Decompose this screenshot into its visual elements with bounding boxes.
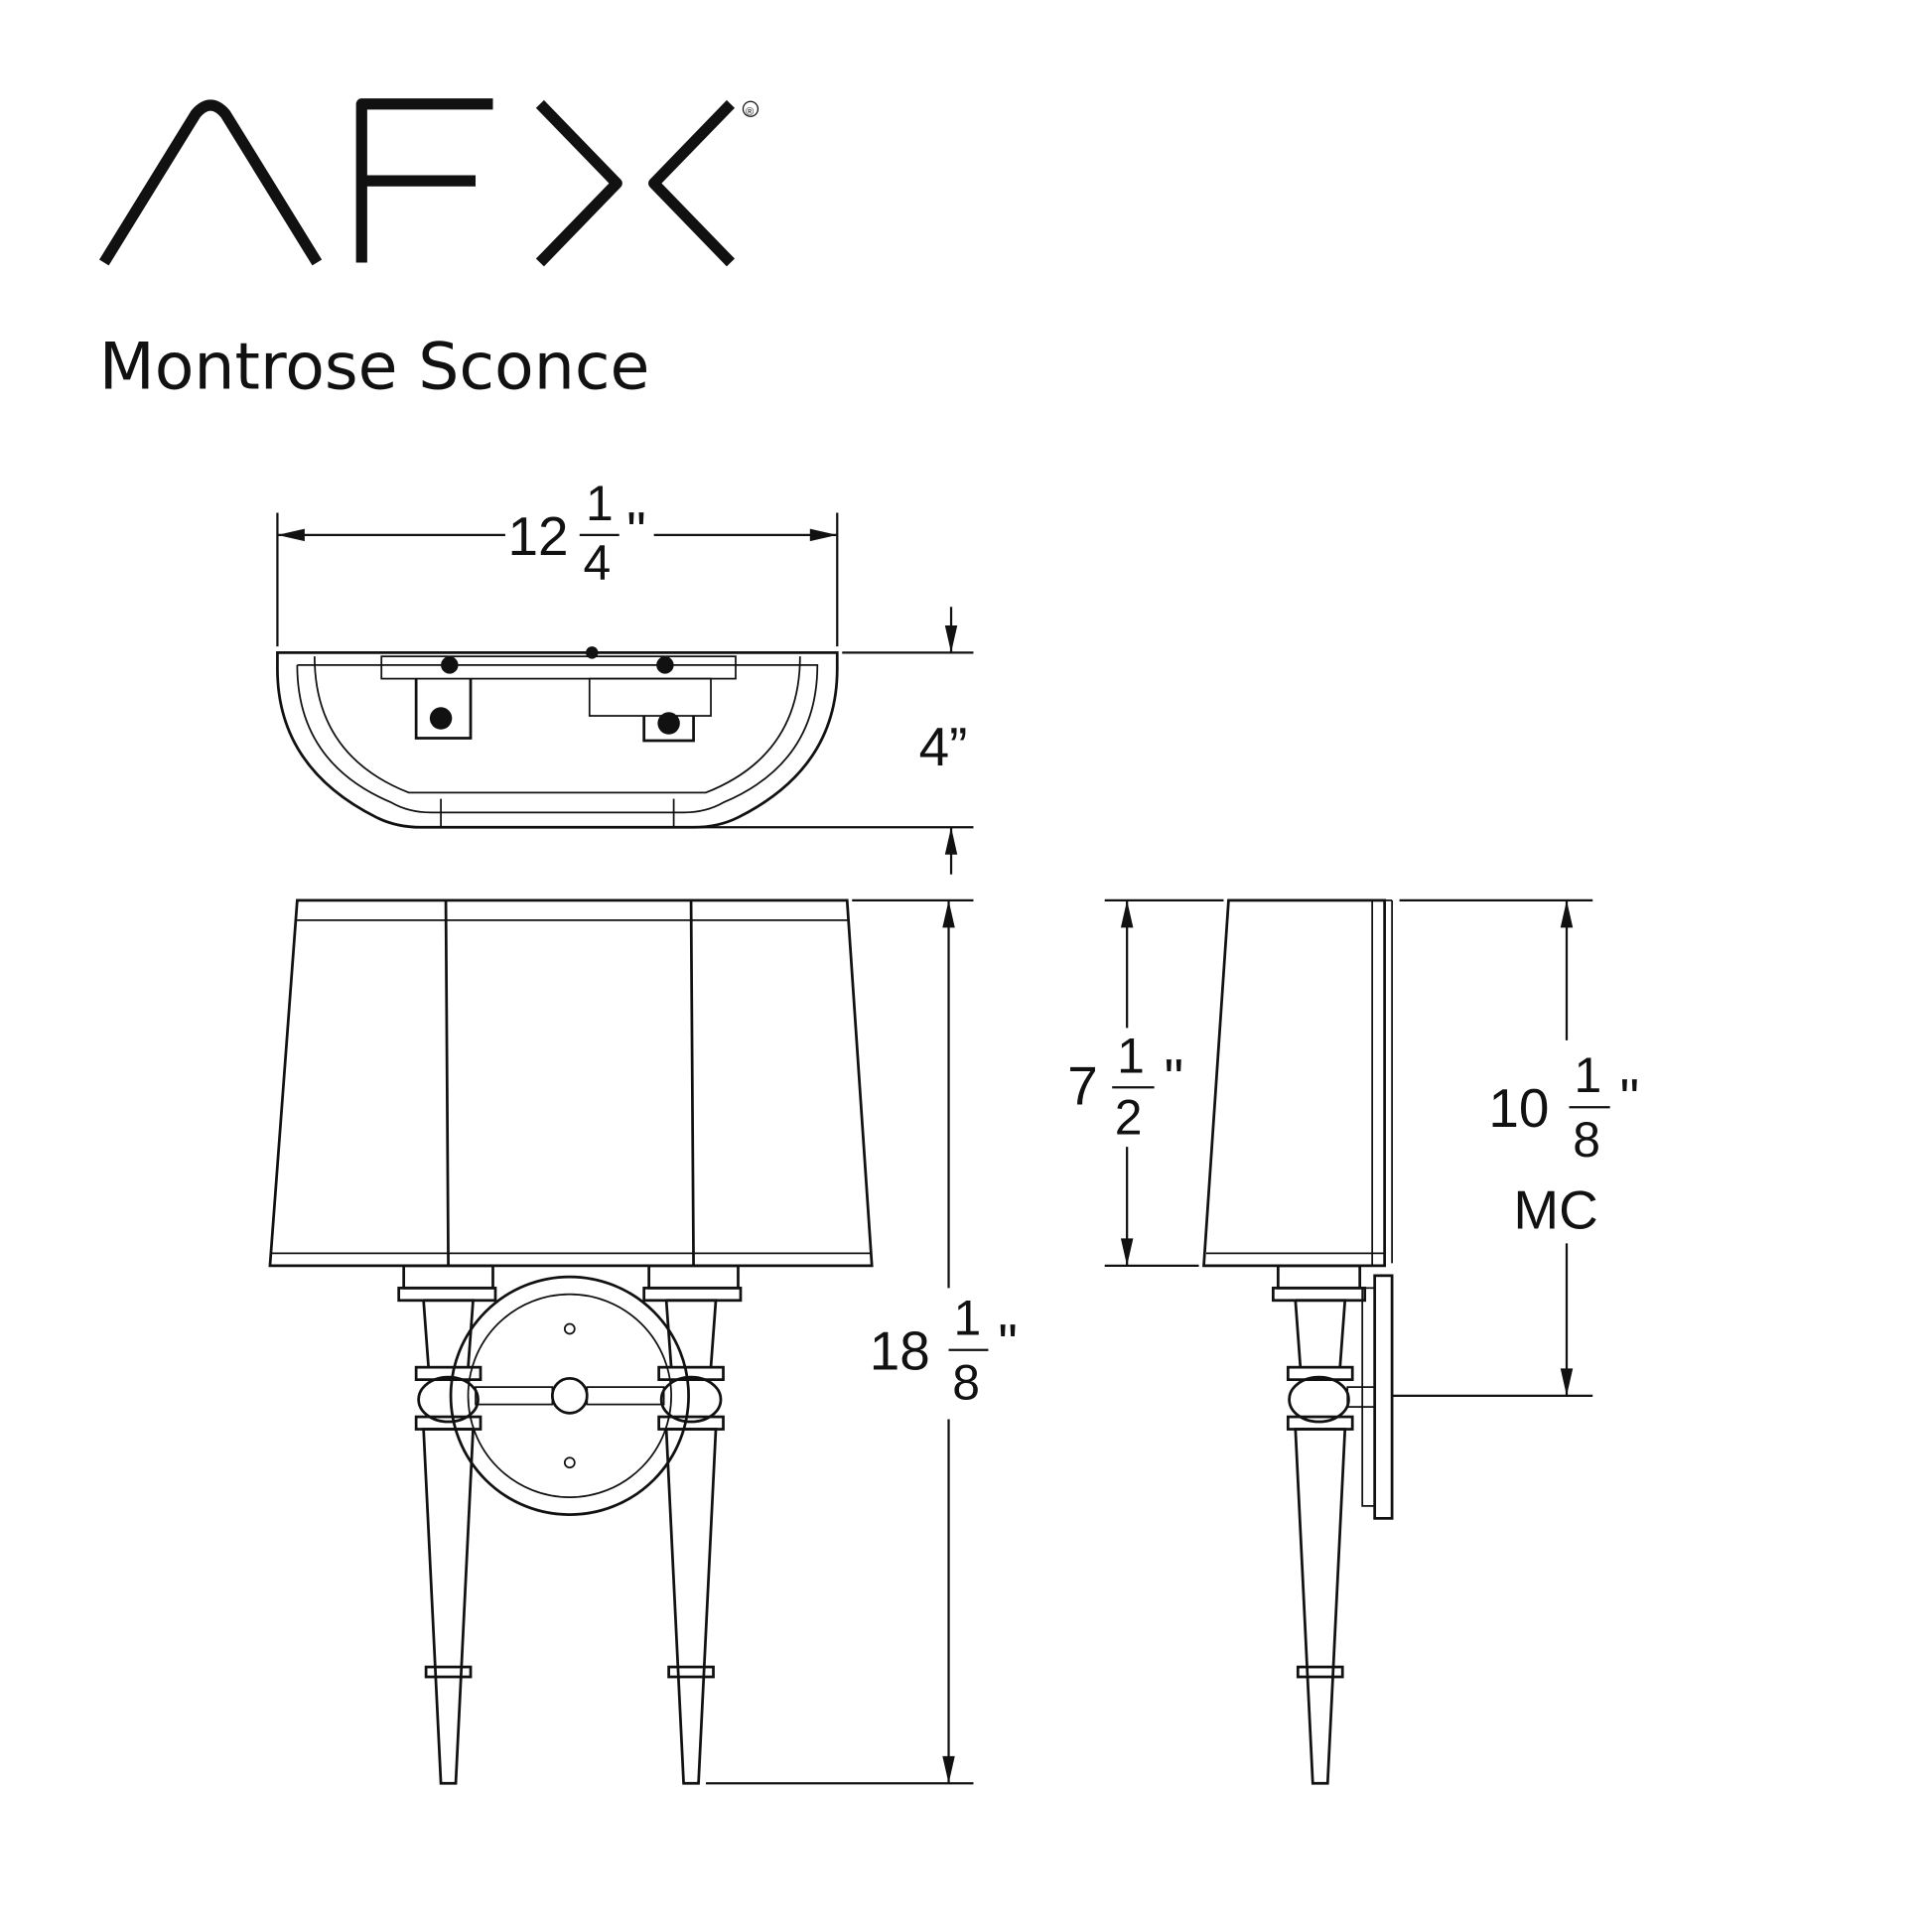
- registered-mark: ®: [746, 106, 755, 118]
- depth-label: 4”: [919, 716, 968, 777]
- shade-height-dimension: 7 1 2 ": [1067, 898, 1224, 1268]
- side-view-drawing: [1202, 898, 1394, 1785]
- front-view-drawing: [268, 898, 874, 1785]
- height-denominator: 8: [952, 1355, 980, 1411]
- left-arm: [397, 1264, 497, 1785]
- shade-height-denominator: 2: [1115, 1090, 1143, 1146]
- width-numerator: 1: [586, 476, 614, 531]
- height-numerator: 1: [954, 1291, 982, 1346]
- mounting-center-unit: ": [1620, 1067, 1639, 1129]
- height-whole: 18: [870, 1320, 930, 1382]
- mounting-center-denominator: 8: [1573, 1112, 1600, 1168]
- height-dimension: 18 1 8 ": [706, 898, 1018, 1785]
- afx-logo: ®: [99, 98, 759, 267]
- mounting-center-dimension: 10 1 8 " MC: [1392, 898, 1639, 1397]
- width-unit: ": [626, 500, 645, 562]
- width-dimension: 12 1 4 ": [276, 476, 839, 647]
- product-title: Montrose Sconce: [99, 331, 650, 405]
- right-arm: [642, 1264, 743, 1785]
- mounting-center-numerator: 1: [1574, 1047, 1601, 1103]
- height-unit: ": [998, 1312, 1017, 1374]
- width-whole: 12: [507, 505, 568, 567]
- top-view-drawing: [276, 646, 839, 829]
- width-denominator: 4: [584, 535, 612, 591]
- mounting-center-label: MC: [1513, 1178, 1597, 1240]
- depth-dimension: 4”: [693, 607, 974, 875]
- shade-height-unit: ": [1165, 1047, 1183, 1109]
- shade-height-whole: 7: [1067, 1055, 1098, 1117]
- mounting-center-whole: 10: [1488, 1077, 1549, 1139]
- shade-height-numerator: 1: [1117, 1028, 1145, 1083]
